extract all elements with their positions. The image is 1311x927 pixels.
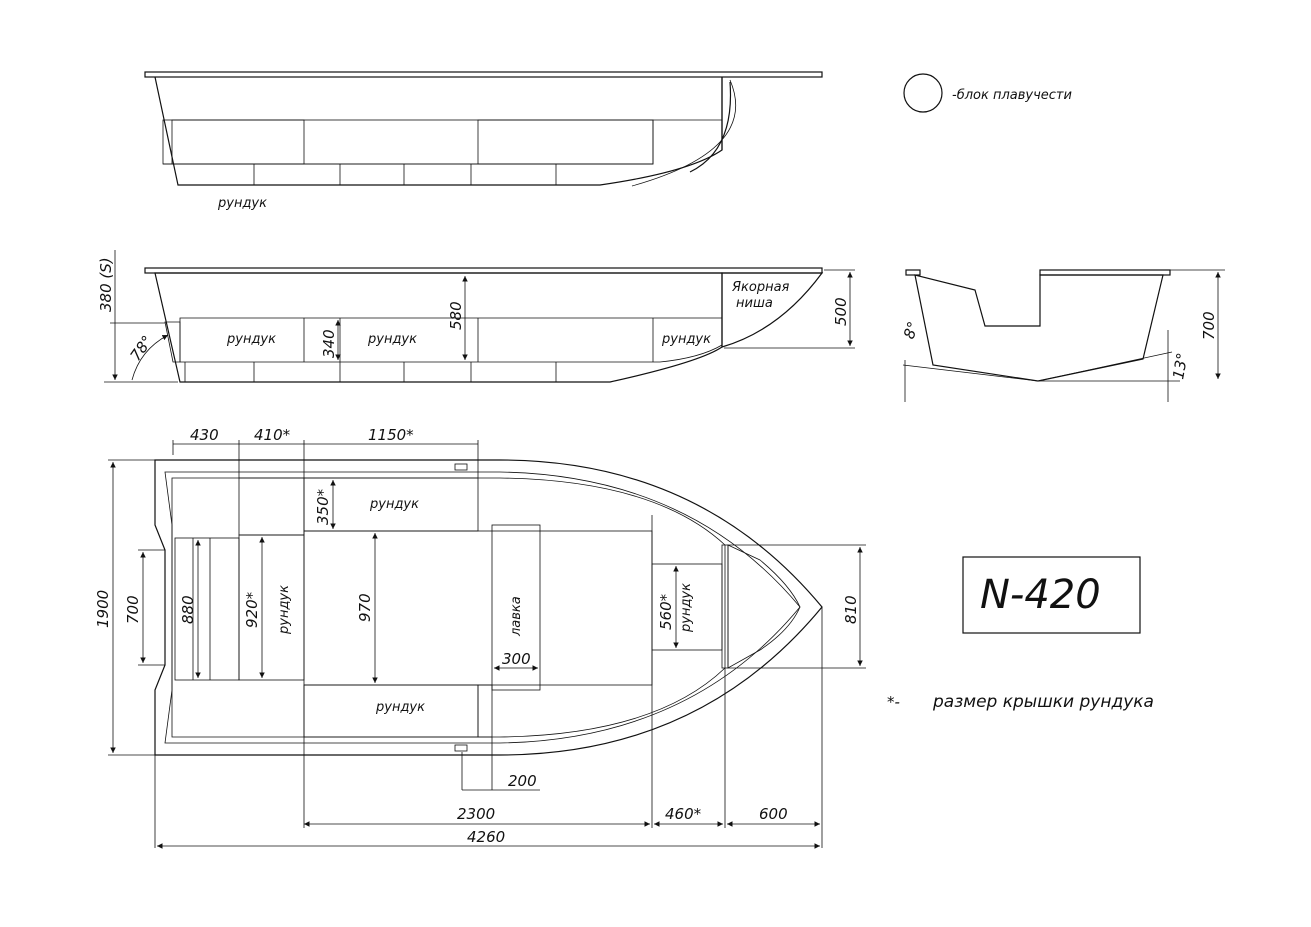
locker-label-plan-top: рундук [369,497,419,512]
dim-300: 300 [502,650,531,668]
plan-view: рундук рундук рундук рундук лавка 430 41… [94,426,866,849]
dim-8-angle: 8° [900,319,923,341]
dim-410: 410* [254,426,291,444]
anchor-niche [721,272,824,348]
locker-label-top: рундук [217,196,267,211]
anchor-label-2: ниша [736,296,773,311]
dim-200: 200 [508,772,537,790]
section-view: 700 8° 13° [900,269,1225,402]
bench-label: лавка [509,596,524,637]
dim-430: 430 [190,426,219,444]
anchor-label-1: Якорная [731,280,790,295]
dim-460: 460* [665,805,702,823]
side-view-buoyancy: рундук [144,71,823,211]
dim-700: 700 [124,595,142,624]
locker-label-side-1: рундук [226,332,276,347]
legend-text: -блок плавучести [952,88,1072,103]
dim-920: 920* [243,591,261,628]
note-marker: *- [887,693,900,711]
footnote: *- размер крышки рундука [887,692,1154,712]
dim-700-section: 700 [1200,311,1218,340]
dim-13-angle: 13° [1169,351,1191,380]
dim-1900: 1900 [94,590,112,628]
dim-78-angle: 78° [127,332,157,364]
note-text: размер крышки рундука [932,692,1154,712]
dim-1150: 1150* [368,426,414,444]
dim-580: 580 [447,301,465,330]
legend: -блок плавучести [903,73,1072,113]
buoyancy-block-stern [171,119,305,165]
anchor-niche-plan [727,544,801,669]
dim-340: 340 [320,329,338,358]
dim-380s: 380 (S) [97,257,115,312]
dim-500: 500 [832,297,850,326]
dim-560: 560* [657,593,675,630]
dim-4260: 4260 [467,828,505,846]
locker-label-plan-bottom: рундук [375,700,425,715]
locker-label-plan-rear: рундук [277,585,292,635]
locker-label-side-3: рундук [661,332,711,347]
locker-label-side-2: рундук [367,332,417,347]
dim-350: 350* [314,488,332,525]
model-name: N-420 [980,572,1101,618]
buoyancy-legend-icon [903,73,943,113]
hull-outline [154,459,823,756]
dim-810: 810 [842,595,860,624]
title-block: N-420 [962,556,1141,634]
side-view-lockers: рундук рундук рундук Якорная ниша 580 34… [97,250,855,383]
bench [491,524,541,691]
dim-880: 880 [179,595,197,624]
buoyancy-block-mid [477,119,654,165]
dim-600: 600 [759,805,788,823]
dim-970: 970 [356,593,374,622]
dim-2300: 2300 [457,805,495,823]
locker-label-plan-front: рундук [679,583,694,633]
